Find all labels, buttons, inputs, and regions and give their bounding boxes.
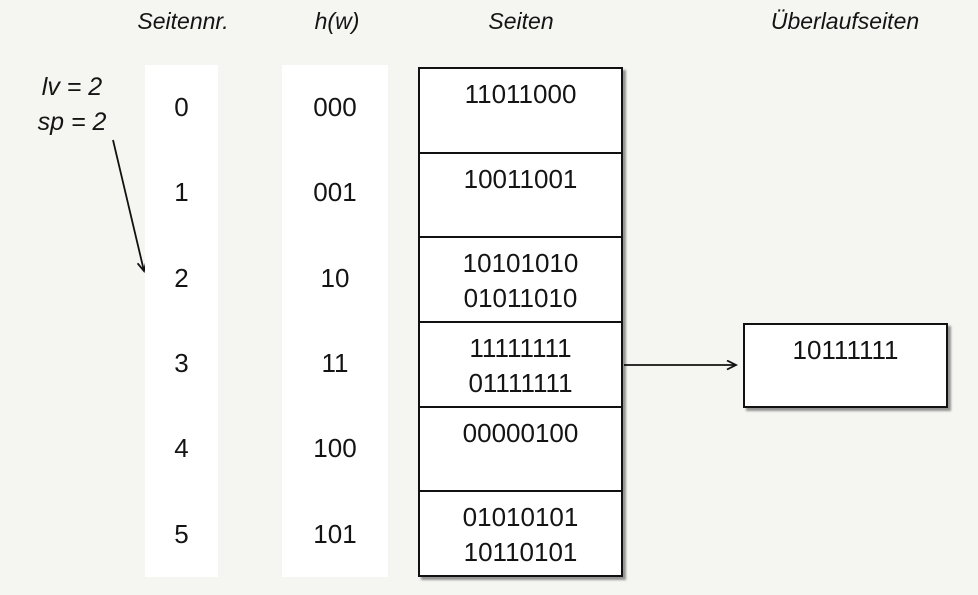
hash-value: 100 bbox=[313, 433, 357, 464]
hash-value: 101 bbox=[313, 518, 357, 549]
split-pointer-arrow-icon bbox=[112, 139, 144, 271]
record-value: 10111111 bbox=[792, 335, 899, 365]
hash-value: 11 bbox=[321, 348, 349, 379]
page-number: 3 bbox=[174, 348, 189, 379]
hash-value-column: 000 001 10 11 100 101 bbox=[282, 65, 388, 577]
header-page-number: Seitennr. bbox=[137, 8, 229, 34]
page-number: 4 bbox=[174, 433, 189, 464]
record-value: 11011000 bbox=[464, 79, 577, 109]
page-cell: 01010101 10110101 bbox=[420, 492, 621, 575]
level-value: lv = 2 bbox=[41, 73, 103, 101]
level-split-annotation: lv = 2 sp = 2 bbox=[18, 70, 126, 140]
record-value: 00000100 bbox=[462, 417, 579, 448]
record-value: 01111111 bbox=[468, 368, 573, 399]
page-cell: 11111111 01111111 bbox=[420, 323, 621, 408]
record-value: 01011010 bbox=[463, 283, 578, 314]
page-cell: 11011000 bbox=[420, 69, 621, 154]
header-overflow-pages: Überlaufseiten bbox=[770, 8, 920, 34]
page-cell: 10011001 bbox=[420, 154, 621, 239]
page-number-column: 0 1 2 3 4 5 bbox=[145, 65, 218, 577]
page-number: 1 bbox=[174, 177, 189, 208]
record-value: 10101010 bbox=[462, 248, 579, 279]
overflow-page-cell: 10111111 bbox=[743, 323, 948, 408]
hash-value: 001 bbox=[313, 177, 357, 208]
page-number: 2 bbox=[174, 262, 189, 293]
record-value: 11111111 bbox=[469, 333, 572, 364]
record-value: 10011001 bbox=[463, 163, 578, 194]
page-cell: 10101010 01011010 bbox=[420, 238, 621, 324]
page-number: 0 bbox=[174, 92, 189, 123]
header-hash-function: h(w) bbox=[314, 8, 360, 34]
header-pages: Seiten bbox=[488, 8, 554, 34]
hash-value: 10 bbox=[320, 262, 350, 293]
record-value: 01010101 bbox=[462, 502, 579, 533]
hash-value: 000 bbox=[313, 92, 357, 123]
pages-table: 11011000 10011001 10101010 01011010 1111… bbox=[418, 67, 623, 577]
page-cell: 00000100 bbox=[420, 408, 621, 493]
split-pointer-value: sp = 2 bbox=[37, 108, 107, 136]
page-number: 5 bbox=[174, 518, 189, 549]
record-value: 10110101 bbox=[463, 537, 578, 568]
